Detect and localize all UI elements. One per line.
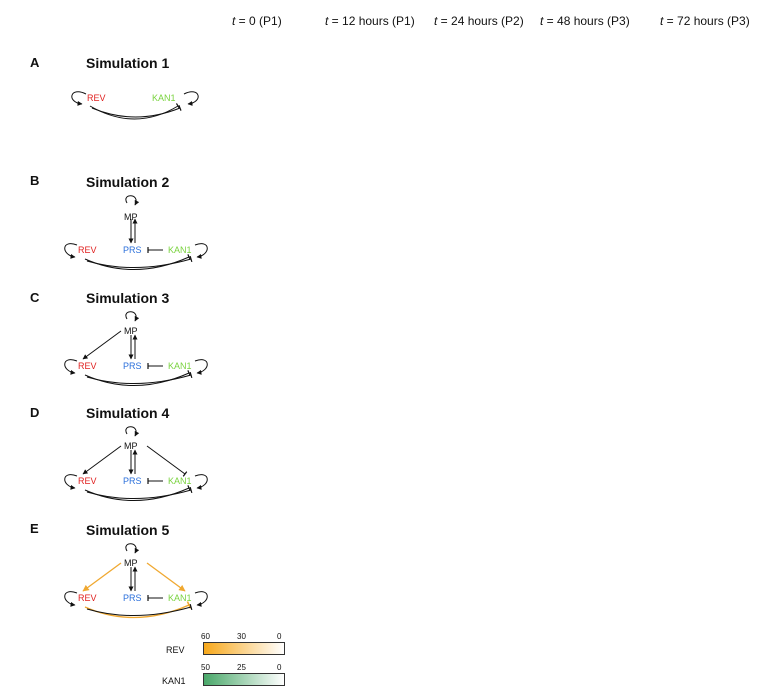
- simulation-title-2: Simulation 2: [86, 174, 170, 190]
- gene-label-mp: MP: [124, 326, 138, 336]
- column-header-4: t = 72 hours (P3): [660, 14, 750, 28]
- legend-kan1-tick-high: 50: [201, 663, 210, 672]
- row-letter-a: A: [30, 55, 40, 70]
- legend-rev-tick-low: 0: [277, 632, 282, 641]
- legend-rev-colorbar: [203, 642, 285, 655]
- legend-kan1-tick-mid: 25: [237, 663, 246, 672]
- gene-label-rev: REV: [78, 593, 97, 603]
- legend-kan1-label: KAN1: [162, 676, 186, 686]
- gene-label-kan1: KAN1: [168, 476, 192, 486]
- gene-label-prs: PRS: [123, 245, 142, 255]
- gene-label-rev: REV: [87, 93, 106, 103]
- simulation-title-4: Simulation 4: [86, 405, 170, 421]
- gene-label-kan1: KAN1: [152, 93, 176, 103]
- column-header-3: t = 48 hours (P3): [540, 14, 630, 28]
- simulation-title-5: Simulation 5: [86, 522, 170, 538]
- gene-label-prs: PRS: [123, 361, 142, 371]
- column-header-2: t = 24 hours (P2): [434, 14, 524, 28]
- legend-rev-tick-mid: 30: [237, 632, 246, 641]
- gene-label-prs: PRS: [123, 593, 142, 603]
- column-header-1: t = 12 hours (P1): [325, 14, 415, 28]
- gene-label-rev: REV: [78, 361, 97, 371]
- gene-label-kan1: KAN1: [168, 361, 192, 371]
- gene-label-kan1: KAN1: [168, 245, 192, 255]
- legend-kan1-colorbar: [203, 673, 285, 686]
- gene-label-mp: MP: [124, 441, 138, 451]
- row-letter-c: C: [30, 290, 40, 305]
- legend-rev-tick-high: 60: [201, 632, 210, 641]
- gene-label-mp: MP: [124, 558, 138, 568]
- legend-kan1-tick-low: 0: [277, 663, 282, 672]
- row-letter-e: E: [30, 521, 39, 536]
- gene-label-mp: MP: [124, 212, 138, 222]
- column-header-0: t = 0 (P1): [232, 14, 282, 28]
- row-letter-d: D: [30, 405, 40, 420]
- gene-label-rev: REV: [78, 245, 97, 255]
- gene-label-kan1: KAN1: [168, 593, 192, 603]
- row-letter-b: B: [30, 173, 40, 188]
- gene-label-rev: REV: [78, 476, 97, 486]
- simulation-title-3: Simulation 3: [86, 290, 170, 306]
- legend-rev-label: REV: [166, 645, 185, 655]
- simulation-title-1: Simulation 1: [86, 55, 170, 71]
- gene-label-prs: PRS: [123, 476, 142, 486]
